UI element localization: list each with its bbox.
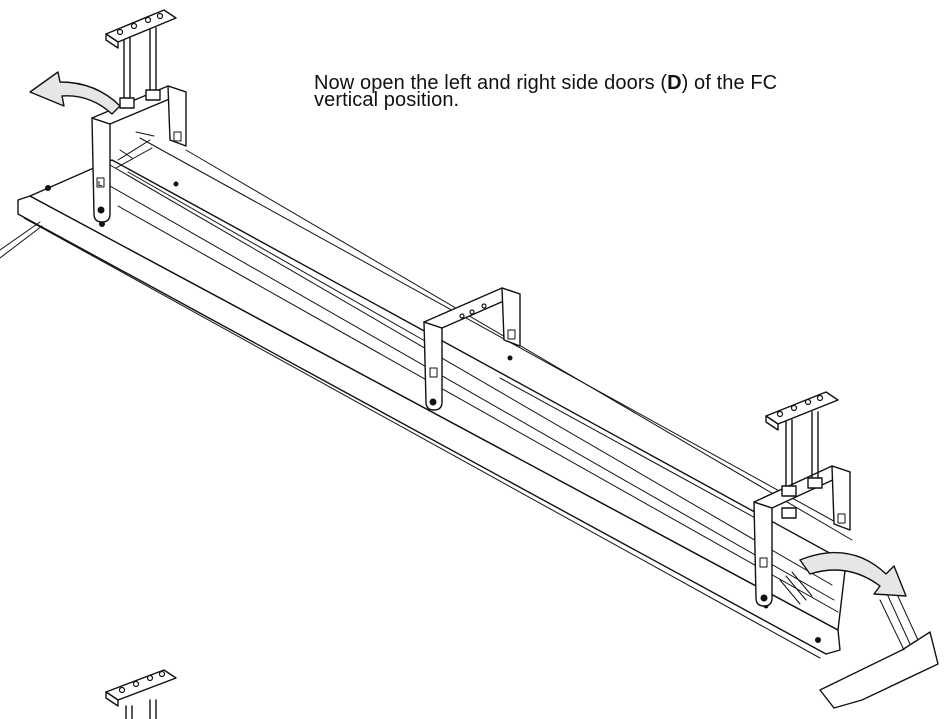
right-nut-1: [782, 486, 796, 496]
left-top-plate-hole-1: [118, 30, 123, 35]
bottom-top-plate-hole-3: [148, 676, 153, 681]
middle-bracket-pin: [429, 398, 437, 406]
left-bracket-logo-front: [97, 178, 104, 187]
beam-hole-5: [815, 637, 821, 643]
bottom-top-plate-hole-2: [134, 682, 139, 687]
bottom-top-plate: [106, 670, 176, 700]
beam-web-line-2: [96, 178, 834, 600]
instruction-line-1-before: Now open the left and right side doors (: [314, 72, 668, 94]
middle-bracket-logo-back: [508, 330, 515, 339]
right-bracket-back-leg: [832, 466, 850, 530]
right-top-plate-hole-2: [792, 406, 797, 411]
left-bracket-front-leg: [92, 118, 110, 222]
right-door-latch: [780, 572, 812, 604]
bottom-top-plate-hole-4: [160, 672, 165, 677]
right-top-plate: [766, 392, 838, 424]
left-nut-2: [146, 90, 160, 100]
left-door-arrow: [30, 72, 120, 114]
middle-bracket-hole-3: [482, 304, 486, 308]
beam-hole-3: [173, 181, 179, 187]
left-top-plate-side: [106, 34, 118, 48]
beam-lower-line: [24, 218, 820, 658]
door-callout-label: D: [667, 72, 682, 94]
left-bracket: L: [92, 10, 186, 222]
right-nut-3: [782, 508, 796, 518]
bottom-top-plate-hole-1: [120, 688, 125, 693]
middle-bracket-logo-front: [430, 368, 437, 377]
instruction-text: Now open the left and right side doors (…: [314, 72, 949, 111]
instruction-line-1: Now open the left and right side doors (…: [314, 72, 949, 94]
middle-bracket-front-leg: [424, 322, 442, 410]
middle-bracket: [424, 288, 520, 410]
left-top-plate-hole-2: [132, 24, 137, 29]
curved-arrow-right-icon: [800, 553, 906, 596]
beam-top-line: [140, 138, 850, 530]
left-bracket-mechanism: [116, 132, 154, 168]
left-bracket-back-leg: [168, 86, 186, 146]
bottom-top-plate-side: [106, 692, 118, 706]
cable-left-2: [0, 226, 42, 258]
instruction-line-2: vertical position.: [314, 89, 460, 111]
beam-hole-1: [45, 185, 51, 191]
right-bracket-front-leg: [754, 502, 772, 606]
left-bracket-pin: [97, 206, 105, 214]
left-top-plate-hole-3: [146, 18, 151, 23]
right-top-plate-hole-3: [806, 400, 811, 405]
right-top-plate-hole-1: [778, 412, 783, 417]
right-nut-2: [808, 478, 822, 488]
instruction-line-1-after: ) of the FC: [681, 72, 778, 94]
beam-front-flange: [18, 196, 840, 654]
right-door-panel: [820, 632, 938, 708]
beam-hole-4: [507, 355, 513, 361]
right-door-hinge: [880, 592, 918, 650]
right-bracket-logo-front: [760, 558, 767, 567]
right-door-arrow: [800, 553, 906, 596]
bottom-partial-bracket: [106, 670, 176, 719]
right-bracket-logo-back: [838, 514, 845, 523]
left-bracket-logo-text: L: [98, 181, 103, 188]
left-nut-1: [120, 98, 134, 108]
right-door: [780, 572, 938, 708]
left-bracket-logo-back: [174, 132, 181, 141]
beam-rear-rail-2: [500, 378, 770, 526]
middle-bracket-hole-2: [470, 310, 474, 314]
beam-web-line-3: [118, 206, 838, 612]
right-top-plate-hole-4: [818, 396, 823, 401]
right-bracket-pin: [760, 594, 768, 602]
right-bracket: [754, 392, 850, 606]
middle-bracket-back-leg: [502, 288, 520, 346]
left-top-plate: [106, 10, 176, 42]
right-top-plate-side: [766, 416, 778, 430]
curved-arrow-left-icon: [30, 72, 120, 114]
cable-left: [0, 222, 40, 250]
beam-rear-rail: [128, 172, 432, 345]
middle-bracket-hole-1: [460, 314, 464, 318]
left-top-plate-hole-4: [158, 14, 163, 19]
beam-web-line-1: [110, 165, 832, 585]
